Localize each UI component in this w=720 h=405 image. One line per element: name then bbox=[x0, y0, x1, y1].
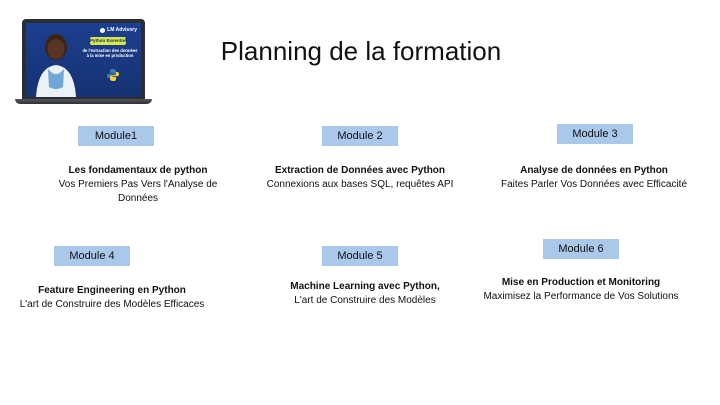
course-cover: LM Advisory Python Essentiel de l'extrac… bbox=[26, 23, 141, 97]
module-4-label: Module 4 bbox=[54, 246, 130, 266]
module-1-title: Les fondamentaux de python bbox=[68, 165, 208, 176]
module-6-description: Maximisez la Performance de Vos Solution… bbox=[483, 291, 679, 302]
module-3-description: Faites Parler Vos Données avec Efficacit… bbox=[500, 179, 688, 190]
presenter-photo-icon bbox=[36, 34, 76, 97]
page-title: Planning de la formation bbox=[220, 36, 502, 66]
module-4-block: Feature Engineering en Python L'art de C… bbox=[18, 283, 206, 312]
module-5-title: Machine Learning avec Python, bbox=[290, 281, 440, 292]
module-5-label: Module 5 bbox=[322, 246, 398, 266]
module-2-title: Extraction de Données avec Python bbox=[274, 165, 446, 176]
brand-name: LM Advisory bbox=[107, 27, 137, 33]
module-6-block: Mise en Production et Monitoring Maximis… bbox=[482, 275, 680, 304]
laptop-base bbox=[15, 99, 152, 104]
module-1-description: Vos Premiers Pas Vers l'Analyse de Donné… bbox=[58, 179, 218, 204]
module-4-title: Feature Engineering en Python bbox=[38, 285, 186, 296]
laptop-screen: LM Advisory Python Essentiel de l'extrac… bbox=[22, 19, 145, 99]
module-2-label: Module 2 bbox=[322, 126, 398, 146]
python-logo-icon bbox=[107, 69, 119, 81]
brand-logo-icon bbox=[100, 27, 106, 33]
module-3-title: Analyse de données en Python bbox=[520, 165, 668, 176]
course-subtitle: de l'extraction des données à la mise en… bbox=[82, 48, 138, 58]
module-5-description: L'art de Construire des Modèles bbox=[294, 295, 436, 306]
module-1-block: Les fondamentaux de python Vos Premiers … bbox=[44, 163, 232, 206]
module-6-label: Module 6 bbox=[543, 239, 619, 259]
brand-logo: LM Advisory bbox=[100, 27, 137, 33]
module-3-label: Module 3 bbox=[557, 124, 633, 144]
module-2-description: Connexions aux bases SQL, requêtes API bbox=[266, 179, 454, 190]
module-5-block: Machine Learning avec Python, L'art de C… bbox=[268, 279, 462, 308]
module-1-label: Module1 bbox=[78, 126, 154, 146]
module-2-block: Extraction de Données avec Python Connex… bbox=[264, 163, 456, 192]
module-3-block: Analyse de données en Python Faites Parl… bbox=[498, 163, 690, 192]
laptop-thumbnail: LM Advisory Python Essentiel de l'extrac… bbox=[15, 19, 152, 105]
module-6-title: Mise en Production et Monitoring bbox=[501, 277, 661, 288]
course-badge: Python Essentiel bbox=[90, 37, 127, 45]
module-4-description: L'art de Construire des Modèles Efficace… bbox=[19, 299, 205, 310]
